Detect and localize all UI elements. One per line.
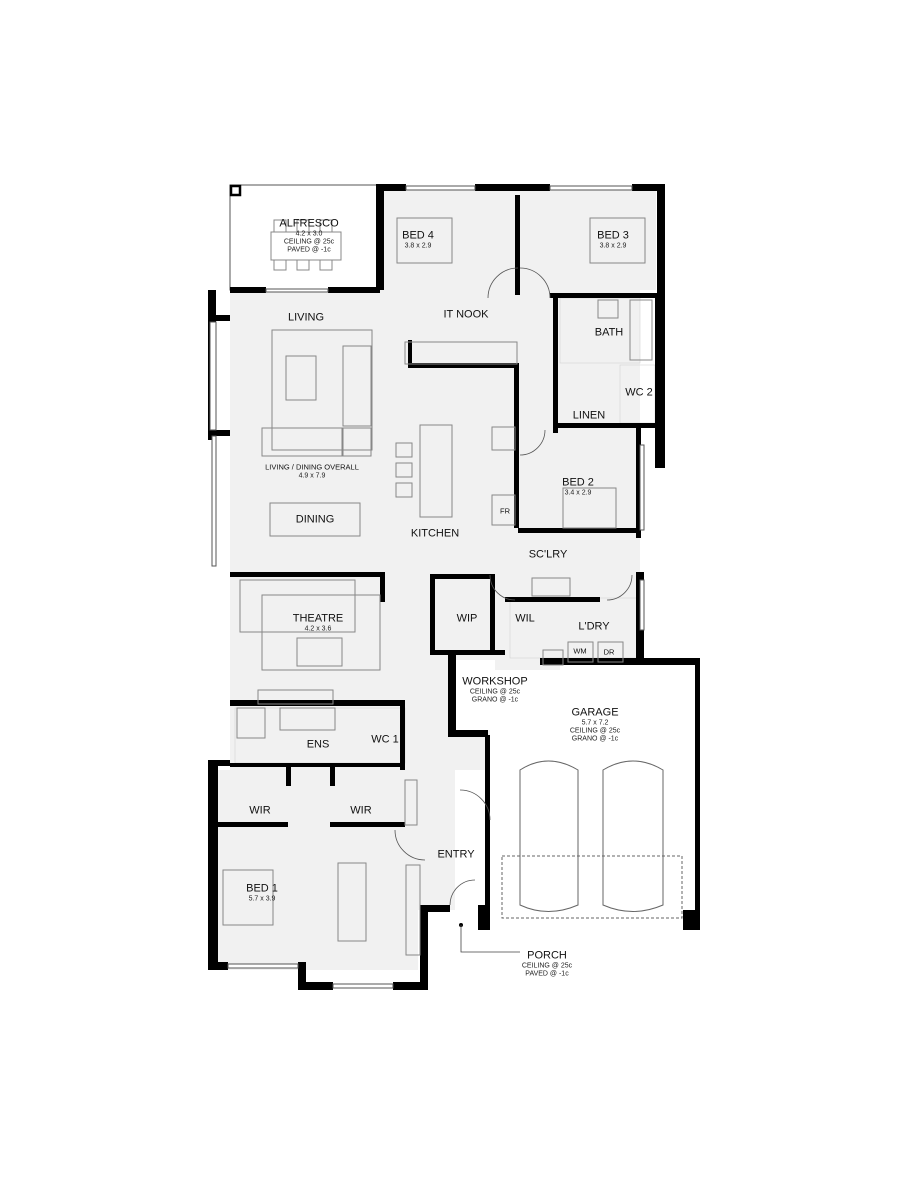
- room-note: PAVED @ -1c: [525, 970, 569, 978]
- room-note: CEILING @ 25c: [283, 238, 335, 246]
- dryer-label: DR: [603, 647, 615, 658]
- room-name: BATH: [594, 326, 624, 339]
- room-name: ENS: [306, 738, 330, 751]
- room-note: GRANO @ -1c: [471, 696, 519, 704]
- room-ldry: L'DRY: [578, 621, 609, 634]
- room-bed3: BED 3 3.8 x 2.9: [597, 230, 629, 251]
- room-bath: BATH: [595, 327, 624, 340]
- room-dims: 3.8 x 2.9: [599, 242, 627, 250]
- room-porch: PORCH CEILING @ 25c PAVED @ -1c: [522, 950, 572, 979]
- room-dims: 3.4 x 2.9: [564, 489, 592, 497]
- room-name: SC'LRY: [528, 548, 568, 561]
- car-icons: [501, 760, 683, 919]
- room-name: ALFRESCO: [279, 217, 339, 230]
- room-entry: ENTRY: [437, 849, 474, 862]
- room-name: THEATRE: [292, 612, 344, 625]
- room-note: CEILING @ 25c: [521, 962, 573, 970]
- room-living: LIVING: [288, 312, 324, 325]
- room-sclry: SC'LRY: [529, 549, 568, 562]
- room-name: IT NOOK: [443, 308, 489, 321]
- room-workshop: WORKSHOP CEILING @ 25c GRANO @ -1c: [462, 676, 527, 705]
- room-dims: 4.2 x 3.0: [295, 230, 323, 238]
- room-bed2: BED 2 3.4 x 2.9: [562, 477, 594, 498]
- room-garage: GARAGE 5.7 x 7.2 CEILING @ 25c GRANO @ -…: [570, 707, 620, 744]
- room-name: WM: [573, 646, 587, 656]
- garage-area: [490, 670, 695, 920]
- room-name: FR: [500, 506, 510, 516]
- room-name: WC 2: [625, 386, 653, 399]
- room-name: BED 3: [597, 229, 629, 242]
- door-swings: [394, 267, 633, 906]
- room-theatre: THEATRE 4.2 x 3.6: [293, 613, 344, 634]
- room-note: CEILING @ 25c: [469, 688, 521, 696]
- room-bed1: BED 1 5.7 x 3.9: [246, 883, 278, 904]
- room-name: LIVING: [287, 311, 325, 324]
- room-name: L'DRY: [578, 620, 610, 633]
- room-bed4: BED 4 3.8 x 2.9: [402, 230, 434, 251]
- room-wc1: WC 1: [371, 734, 399, 747]
- room-name: WIP: [456, 612, 478, 625]
- room-wir-right: WIR: [350, 805, 371, 818]
- room-dims: 5.7 x 3.9: [248, 895, 276, 903]
- windows: [209, 185, 645, 989]
- room-linen: LINEN: [573, 410, 605, 423]
- room-name: WIR: [350, 804, 372, 817]
- room-dims: 4.2 x 3.6: [304, 625, 332, 633]
- room-name: DR: [603, 647, 615, 657]
- room-wip: WIP: [457, 613, 478, 626]
- alfresco-post: [229, 184, 242, 197]
- room-note: PAVED @ -1c: [287, 246, 331, 254]
- room-ens: ENS: [307, 739, 330, 752]
- room-wir-left: WIR: [249, 805, 270, 818]
- room-kitchen: KITCHEN: [411, 528, 459, 541]
- room-name: KITCHEN: [410, 527, 460, 540]
- room-name: BED 4: [402, 229, 434, 242]
- room-name: LIVING / DINING OVERALL: [265, 462, 359, 472]
- room-name: PORCH: [527, 949, 567, 962]
- room-name: BED 1: [246, 882, 278, 895]
- room-living-dining-overall: LIVING / DINING OVERALL 4.9 x 7.9: [265, 462, 359, 481]
- room-name: DINING: [295, 513, 335, 526]
- workshop-area: [455, 660, 495, 730]
- room-name: ENTRY: [437, 848, 475, 861]
- fridge-label: FR: [500, 506, 510, 517]
- room-dining: DINING: [296, 514, 335, 527]
- room-name: LINEN: [572, 409, 606, 422]
- room-wil: WIL: [515, 613, 535, 626]
- porch-leader: [459, 923, 520, 953]
- room-name: WORKSHOP: [462, 675, 528, 688]
- room-dims: 4.9 x 7.9: [298, 472, 326, 480]
- room-note: GRANO @ -1c: [571, 735, 619, 743]
- room-name: GARAGE: [571, 706, 619, 719]
- room-name: WIL: [515, 612, 535, 625]
- room-dims: 3.8 x 2.9: [404, 242, 432, 250]
- washing-machine-label: WM: [573, 646, 587, 657]
- room-name: BED 2: [562, 476, 594, 489]
- room-name: WIR: [249, 804, 271, 817]
- room-wc2: WC 2: [625, 387, 653, 400]
- room-it-nook: IT NOOK: [443, 309, 488, 322]
- room-alfresco: ALFRESCO 4.2 x 3.0 CEILING @ 25c PAVED @…: [279, 218, 338, 255]
- room-note: CEILING @ 25c: [569, 727, 621, 735]
- furniture: [222, 217, 653, 956]
- room-name: WC 1: [371, 733, 399, 746]
- room-dims: 5.7 x 7.2: [581, 719, 609, 727]
